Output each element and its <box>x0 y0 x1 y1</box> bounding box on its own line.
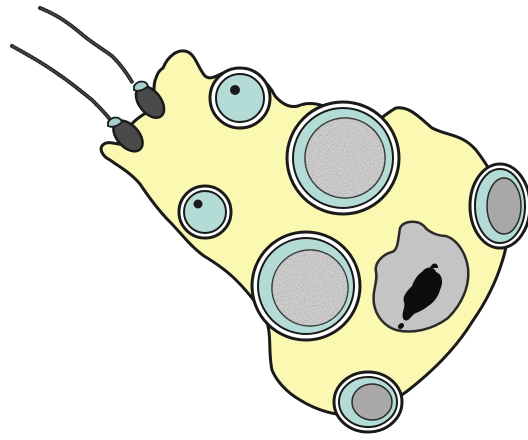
large-granule-lower <box>252 232 360 340</box>
small-vesicle-lower <box>179 186 231 238</box>
large-granule-upper <box>287 102 399 214</box>
sperm-tail-lower <box>12 46 112 122</box>
small-vesicle-upper <box>210 68 270 128</box>
edge-vesicle-right <box>470 164 528 248</box>
edge-vesicle-bottom <box>334 372 402 432</box>
